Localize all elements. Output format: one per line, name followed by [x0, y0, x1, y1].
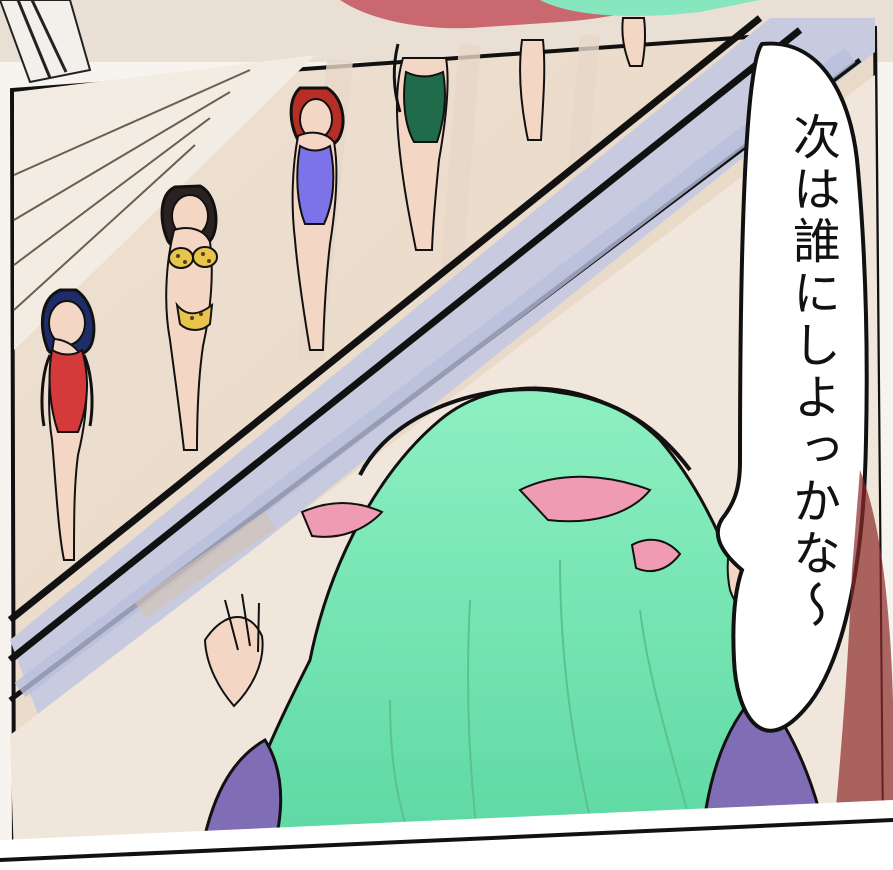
figure-far-right-legs: [519, 17, 647, 141]
figure-green-swimsuit: [392, 43, 449, 251]
figure-red-swimsuit: [40, 288, 96, 561]
figure-blue-swimsuit: [289, 86, 345, 351]
foreground-character: [198, 386, 832, 862]
speech-text: 次は誰にしよっかな～: [784, 112, 840, 632]
figure-leopard-bikini: [160, 184, 218, 451]
speech-bubble: [715, 41, 869, 733]
